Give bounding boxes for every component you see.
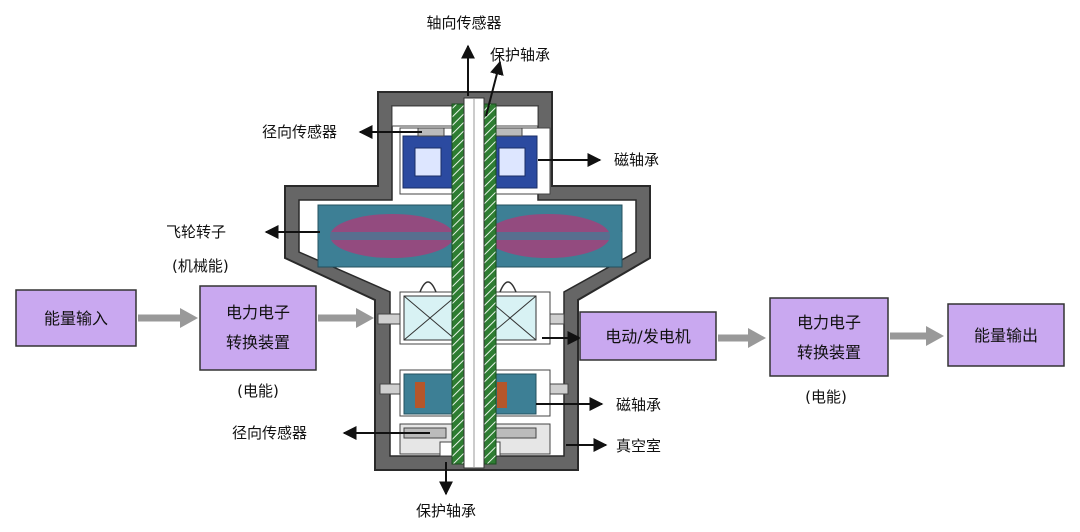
protect-bearing-top-label: 保护轴承 [490, 46, 550, 64]
radial-sensor-top-label: 径向传感器 [262, 123, 337, 141]
converter-left-line2: 转换装置 [226, 333, 290, 352]
electric-energy-right-label: (电能) [805, 388, 847, 406]
energy-flow-arrows [138, 308, 944, 348]
motor-generator-box: 电动/发电机 [579, 311, 717, 361]
protect-bearing-bottom-label: 保护轴承 [416, 502, 476, 520]
rotor-shaft [451, 97, 497, 469]
radial-sensor-bottom-label: 径向传感器 [232, 424, 307, 442]
energy-input-box: 能量输入 [15, 289, 137, 347]
converter-right-line2: 转换装置 [797, 343, 861, 362]
converter-right-line1: 电力电子 [797, 313, 861, 332]
mechanical-energy-label: (机械能) [172, 257, 229, 275]
pointer-arrows [264, 44, 608, 496]
energy-input-label: 能量输入 [44, 309, 108, 328]
power-converter-right-box: 电力电子 转换装置 [769, 297, 889, 377]
vacuum-chamber-label: 真空室 [616, 437, 661, 455]
magnetic-bearing-bottom-label: 磁轴承 [616, 396, 661, 414]
electric-energy-left-label: (电能) [237, 382, 279, 400]
flywheel-rotor-label: 飞轮转子 [166, 223, 226, 241]
axial-sensor-label: 轴向传感器 [426, 14, 501, 32]
energy-output-box: 能量输出 [947, 303, 1065, 367]
converter-left-line1: 电力电子 [226, 303, 290, 322]
magnetic-bearing-top-label: 磁轴承 [614, 151, 659, 169]
power-converter-left-box: 电力电子 转换装置 [199, 285, 317, 371]
energy-output-label: 能量输出 [974, 326, 1038, 345]
motor-generator-label: 电动/发电机 [605, 327, 690, 346]
